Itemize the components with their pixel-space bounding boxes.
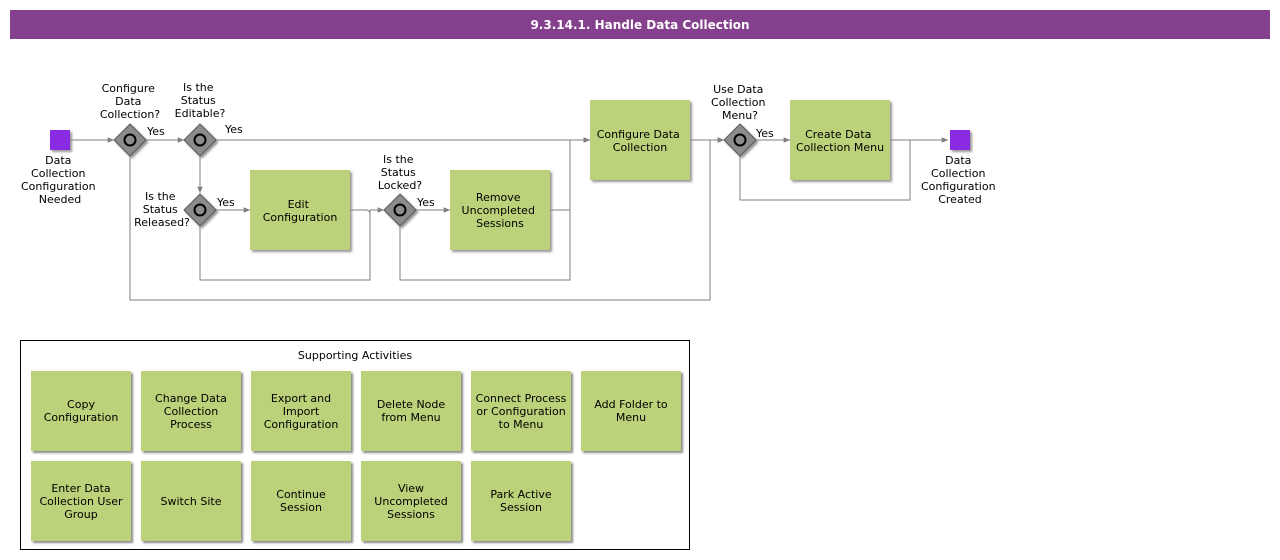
gateway-released-label: Is the Status Released? [134, 190, 190, 229]
flow-locked-bypass [399, 210, 571, 281]
gateway-configure-label: Configure Data Collection? [100, 82, 160, 121]
support-activity: Copy Configuration [31, 371, 131, 451]
svg-text:Configure Data Collectio: Configure Data Collection [597, 128, 684, 154]
support-activity: Export and Import Configuration [251, 371, 351, 451]
support-activity: View Uncompleted Sessions [361, 461, 461, 541]
gateway-editable-label: Is the Status Editable? [175, 81, 226, 120]
flow-remove-to-configure-dc [550, 137, 590, 211]
supporting-activities-panel: Supporting Activities Copy Configuration… [20, 340, 690, 550]
support-activity: Enter Data Collection User Group [31, 461, 131, 541]
gateway-editable [183, 123, 217, 157]
svg-text:Create Data Collection M: Create Data Collection Menu [796, 128, 884, 154]
diagram-title: 9.3.14.1. Handle Data Collection [10, 10, 1270, 39]
task-remove-uncompleted-sessions: Remove Uncompleted Sessions [450, 170, 550, 250]
support-activity: Add Folder to Menu [581, 371, 681, 451]
svg-text:Edit Configuration: Edit Configuration [263, 198, 338, 224]
yes-label: Yes [755, 127, 774, 140]
support-activity: Change Data Collection Process [141, 371, 241, 451]
start-event-label: Data Collection Configuration Needed [21, 154, 99, 206]
supporting-activities-title: Supporting Activities [297, 349, 413, 362]
gateway-locked-label: Is the Status Locked? [378, 153, 422, 192]
yes-label: Yes [216, 196, 235, 209]
flow-edit-to-locked [350, 210, 384, 214]
gateway-menu [723, 123, 757, 157]
support-activity: Park Active Session [471, 461, 571, 541]
gateway-locked [383, 193, 417, 227]
support-activity: Continue Session [251, 461, 351, 541]
yes-label: Yes [224, 123, 243, 136]
gateway-configure [113, 123, 147, 157]
yes-label: Yes [146, 125, 165, 138]
end-event-label: Data Collection Configuration Created [921, 154, 999, 206]
svg-text:Remove Uncompleted: Remove Uncompleted Sessions [462, 191, 539, 230]
process-diagram: Data Collection Configuration Needed Dat… [21, 81, 999, 301]
start-event [50, 130, 70, 150]
support-activity: Delete Node from Menu [361, 371, 461, 451]
gateway-menu-label: Use Data Collection Menu? [711, 83, 769, 122]
gateway-released [183, 193, 217, 227]
flow-released-bypass [199, 210, 371, 281]
task-edit-configuration: Edit Configuration [250, 170, 350, 250]
end-event [950, 130, 970, 150]
support-activity: Switch Site [141, 461, 241, 541]
flow-menu-bypass [739, 140, 911, 201]
yes-label: Yes [416, 196, 435, 209]
task-create-data-collection-menu: Create Data Collection Menu [790, 100, 890, 180]
task-configure-data-collection: Configure Data Collection [590, 100, 690, 180]
support-activity: Connect Process or Configuration to Menu [471, 371, 571, 451]
